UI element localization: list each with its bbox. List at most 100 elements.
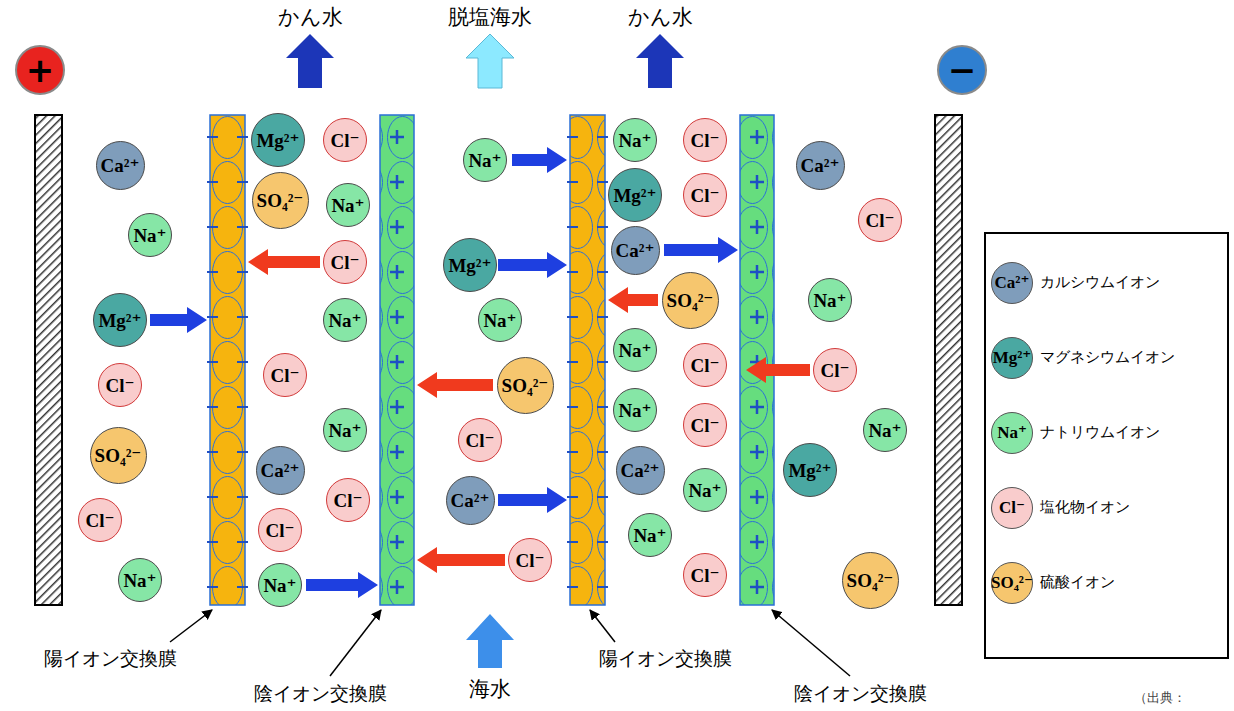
leader-line	[170, 610, 212, 642]
membrane-texture	[210, 115, 245, 605]
leader-line	[330, 610, 381, 676]
ion-symbol: Cl⁻	[330, 131, 359, 150]
ion-symbol: Cl⁻	[865, 211, 894, 230]
cation-arrow	[664, 237, 738, 263]
ion-symbol: Ca²⁺	[621, 461, 660, 480]
legend-label: 硫酸イオン	[1040, 574, 1115, 591]
ion-circle: Mg²⁺	[251, 113, 305, 167]
cation-arrow	[150, 307, 207, 333]
ion-circle: SO₄²⁻	[662, 272, 719, 329]
membrane-charge	[567, 271, 578, 273]
ion-circle: Cl⁻	[98, 363, 142, 407]
ion-circle: Na⁺	[326, 183, 370, 227]
membrane-charge	[396, 355, 399, 369]
membrane-charge	[207, 541, 218, 543]
membrane-charge	[396, 265, 399, 279]
anion-arrow	[608, 287, 658, 313]
ion-circle: Cl⁻	[323, 240, 367, 284]
ion-circle: Ca²⁺	[796, 141, 845, 190]
ion-symbol: Cl⁻	[85, 511, 114, 530]
cation-arrow	[306, 572, 378, 598]
ion-symbol: Cl⁻	[690, 131, 719, 150]
ion-symbol: Na⁺	[618, 341, 651, 360]
ion-symbol: Mg²⁺	[448, 256, 491, 275]
ion-symbol: SO₄²⁻	[502, 376, 549, 395]
anion-membrane	[740, 115, 774, 605]
ion-symbol: Na⁺	[328, 311, 361, 330]
membrane-charge	[567, 406, 578, 408]
membrane-charge	[597, 316, 608, 318]
ion-symbol: Na⁺	[483, 311, 516, 330]
membrane-charge	[756, 445, 759, 459]
membrane-charge	[756, 400, 759, 414]
leader-line	[590, 610, 615, 642]
legend-symbol: Cl⁻	[999, 499, 1025, 518]
ion-symbol: Cl⁻	[270, 366, 299, 385]
ion-symbol: Na⁺	[331, 196, 364, 215]
ion-symbol: Mg²⁺	[613, 186, 656, 205]
membrane-charge	[756, 130, 759, 144]
membrane-charge	[396, 580, 399, 594]
membrane-charge	[237, 181, 248, 183]
ion-circle: Na⁺	[118, 558, 162, 602]
legend-label: マグネシウムイオン	[1040, 349, 1175, 366]
membrane-charge	[237, 406, 248, 408]
membrane-charge	[567, 541, 578, 543]
ion-circle: Cl⁻	[813, 348, 857, 392]
ion-circle: Mg²⁺	[608, 168, 662, 222]
ion-circle: Mg²⁺	[93, 293, 147, 347]
membrane-charge	[237, 451, 248, 453]
membrane-charge	[207, 316, 218, 318]
anode-terminal: +	[15, 45, 65, 95]
membrane-charge	[756, 220, 759, 234]
ion-symbol: Cl⁻	[690, 566, 719, 585]
membrane-charge	[597, 451, 608, 453]
cathode-terminal: −	[937, 45, 987, 95]
membrane-charge	[396, 400, 399, 414]
legend-symbol: SO₄²⁻	[991, 574, 1033, 593]
membrane-charge	[597, 181, 608, 183]
membrane-charge	[207, 361, 218, 363]
membrane-charge	[597, 136, 608, 138]
ion-circle: Cl⁻	[258, 508, 302, 552]
ion-circle: Ca²⁺	[446, 476, 495, 525]
membrane-charge	[396, 445, 399, 459]
cation-membrane	[210, 115, 245, 605]
leader-line	[772, 610, 850, 676]
ion-symbol: SO₄²⁻	[257, 191, 304, 210]
membrane-charge	[396, 535, 399, 549]
cation-membrane	[570, 115, 605, 605]
outlet-label: かん水	[628, 6, 693, 29]
membrane-charge	[567, 136, 578, 138]
membrane-texture	[570, 115, 605, 605]
membrane-charge	[597, 406, 608, 408]
membrane-charge	[207, 406, 218, 408]
inlet-label: 海水	[469, 678, 511, 701]
ion-symbol: Cl⁻	[265, 521, 294, 540]
ion-circle: Mg²⁺	[443, 238, 497, 292]
ion-circle: Cl⁻	[683, 343, 727, 387]
ion-circle: Na⁺	[863, 408, 907, 452]
membrane-charge	[237, 496, 248, 498]
membrane-charge	[567, 181, 578, 183]
membrane-charge	[396, 310, 399, 324]
membrane-label: 陰イオン交換膜	[254, 683, 387, 704]
membrane-charge	[567, 316, 578, 318]
ion-symbol: Na⁺	[633, 526, 666, 545]
membrane-label: 陽イオン交換膜	[44, 648, 177, 669]
ion-circle: Cl⁻	[508, 538, 552, 582]
membrane-charge	[597, 226, 608, 228]
membrane-charge	[756, 580, 759, 594]
ion-symbol: Ca²⁺	[101, 156, 140, 175]
cathode-plate	[935, 115, 962, 605]
ion-symbol: Na⁺	[328, 421, 361, 440]
ion-symbol: Na⁺	[688, 481, 721, 500]
ion-circle: Ca²⁺	[616, 446, 665, 495]
membrane-charge	[396, 490, 399, 504]
anion-arrow	[417, 547, 505, 573]
ion-symbol: Cl⁻	[690, 356, 719, 375]
legend-symbol: Ca²⁺	[995, 274, 1030, 293]
ion-symbol: Na⁺	[133, 226, 166, 245]
ion-circle: Na⁺	[613, 388, 657, 432]
source-note: （出典：	[1134, 691, 1186, 705]
